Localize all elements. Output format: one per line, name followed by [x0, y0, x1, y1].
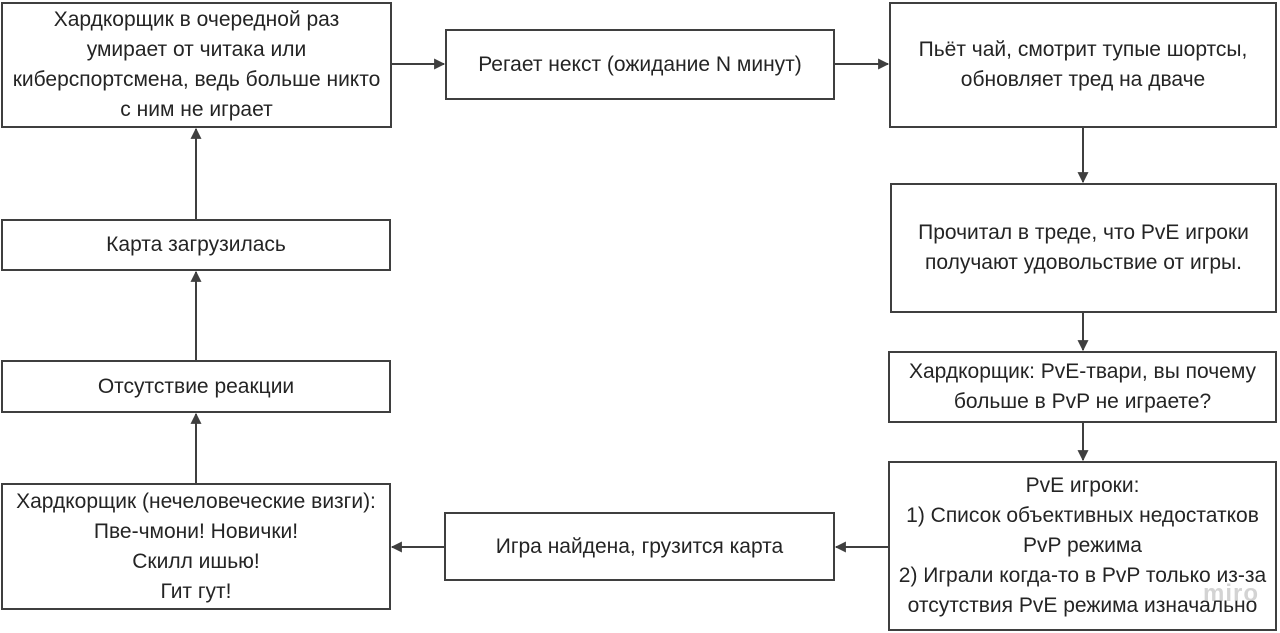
node-game-found: Игра найдена, грузится карта — [444, 512, 835, 581]
node-no-reaction: Отсутствие реакции — [1, 360, 391, 413]
node-pve-question-label: Хардкорщик: PvE-твари, вы почему больше … — [908, 360, 1257, 413]
node-hardcore-screams: Хардкорщик (нечеловеческие визги): Пве-ч… — [1, 483, 391, 610]
node-game-found-label: Игра найдена, грузится карта — [495, 534, 784, 558]
node-reg-next: Регает некст (ожидание N минут) — [445, 29, 835, 100]
node-reg-next-label: Регает некст (ожидание N минут) — [478, 52, 802, 76]
node-map-loaded: Карта загрузилась — [1, 219, 391, 271]
node-drinks-tea-label: Пьёт чай, смотрит тупые шортсы, обновляе… — [918, 38, 1248, 91]
node-pve-players-label: PvE игроки: 1) Список объективных недост… — [898, 474, 1267, 617]
node-hardcore-dies: Хардкорщик в очередной раз умирает от чи… — [1, 2, 392, 128]
node-hardcore-screams-label: Хардкорщик (нечеловеческие визги): Пве-ч… — [16, 489, 376, 603]
node-pve-players: PvE игроки: 1) Список объективных недост… — [888, 461, 1277, 631]
node-read-thread: Прочитал в треде, что PvE игроки получаю… — [890, 183, 1277, 313]
miro-watermark: miro — [1203, 580, 1260, 607]
node-map-loaded-label: Карта загрузилась — [106, 233, 286, 256]
node-read-thread-label: Прочитал в треде, что PvE игроки получаю… — [918, 221, 1249, 274]
node-drinks-tea: Пьёт чай, смотрит тупые шортсы, обновляе… — [889, 2, 1277, 128]
node-no-reaction-label: Отсутствие реакции — [97, 374, 295, 398]
node-pve-question: Хардкорщик: PvE-твари, вы почему больше … — [888, 351, 1277, 423]
node-hardcore-dies-label: Хардкорщик в очередной раз умирает от чи… — [12, 8, 381, 121]
